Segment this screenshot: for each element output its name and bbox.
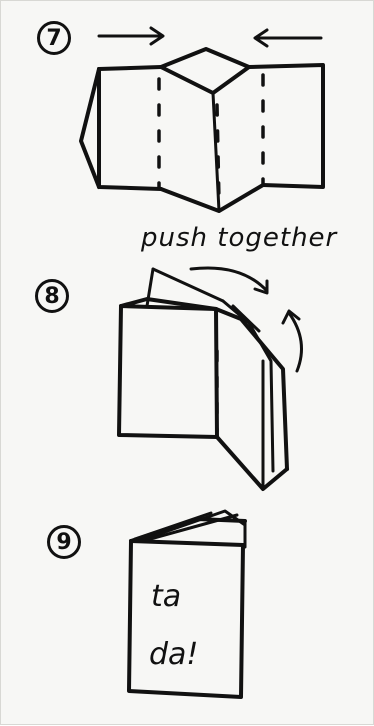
- curved-arrow-up-icon: [289, 313, 302, 371]
- curved-arrow-icon: [191, 268, 267, 291]
- step-9-drawing: [129, 511, 245, 697]
- step-8-drawing: [119, 268, 302, 489]
- step-7-drawing: [81, 28, 323, 211]
